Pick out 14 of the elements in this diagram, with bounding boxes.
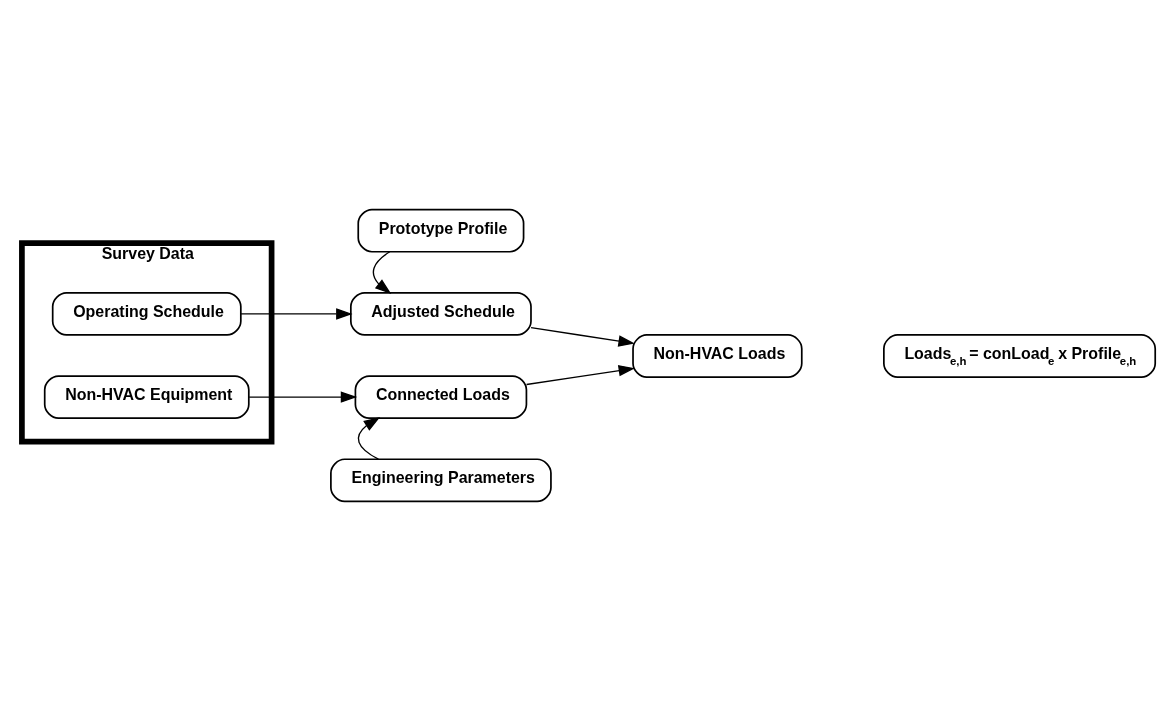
node-box: Loads$_{e,h}$ = conLoad$_{e}$ x Profile$_{e,h}$	[883, 333, 1157, 378]
arrow	[248, 390, 358, 403]
node-box: Engineering Parameters	[330, 457, 552, 502]
node-box: Prototype Profile	[357, 208, 525, 253]
arrow	[357, 416, 381, 460]
arrow	[372, 250, 392, 294]
arrow	[240, 307, 353, 320]
node-box: Non-HVAC Loads	[632, 333, 803, 378]
node-box: Adjusted Schedule	[350, 291, 532, 336]
arrow	[530, 326, 635, 347]
arrow	[525, 364, 636, 385]
node-box: Operating Schedule	[51, 291, 242, 336]
node-box: Non-HVAC Equipment	[43, 374, 250, 419]
node-box: Connected Loads	[354, 374, 528, 419]
